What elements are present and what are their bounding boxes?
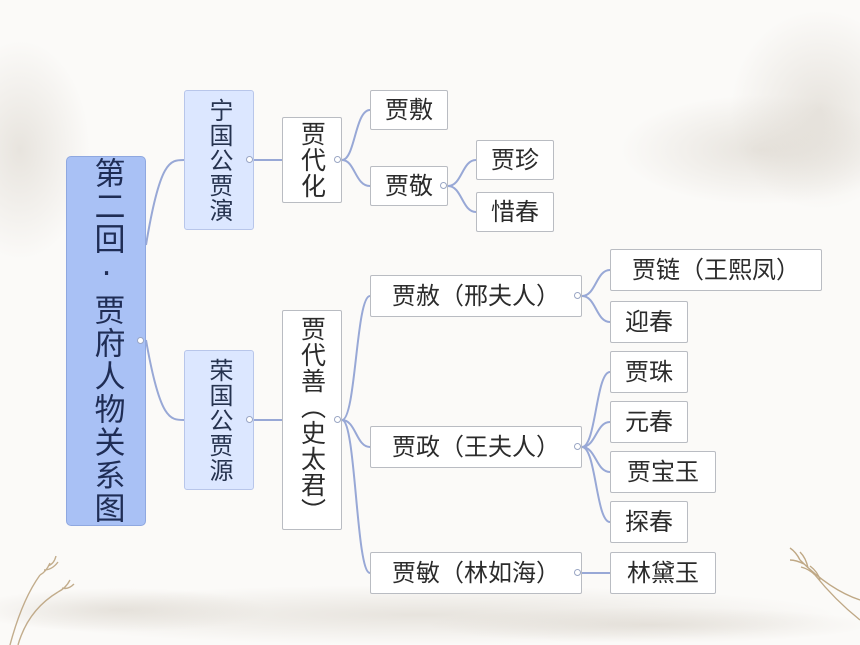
root-collapse-toggle[interactable] xyxy=(137,337,144,344)
daihua-collapse-toggle[interactable] xyxy=(334,156,341,163)
node-xichun[interactable]: 惜春 xyxy=(476,192,554,232)
node-jia-zhen[interactable]: 贾珍 xyxy=(476,140,554,180)
node-ningguo[interactable]: 宁国公贾演 xyxy=(184,90,254,230)
node-rongguo[interactable]: 荣国公贾源 xyxy=(184,350,254,490)
node-yuanchun[interactable]: 元春 xyxy=(610,401,688,443)
node-jia-daishan[interactable]: 贾代善（史太君） xyxy=(282,310,342,530)
rongguo-collapse-toggle[interactable] xyxy=(246,416,253,423)
node-jia-zhu[interactable]: 贾珠 xyxy=(610,351,688,393)
node-tanchun[interactable]: 探春 xyxy=(610,501,688,543)
daishan-collapse-toggle[interactable] xyxy=(334,416,341,423)
she-collapse-toggle[interactable] xyxy=(574,292,581,299)
min-collapse-toggle[interactable] xyxy=(574,569,581,576)
node-jia-daihua[interactable]: 贾代化 xyxy=(282,117,342,203)
ningguo-collapse-toggle[interactable] xyxy=(246,156,253,163)
node-jia-lian[interactable]: 贾链（王熙凤） xyxy=(610,249,822,291)
zheng-collapse-toggle[interactable] xyxy=(574,443,581,450)
jing-collapse-toggle[interactable] xyxy=(440,182,447,189)
node-jia-min[interactable]: 贾敏（林如海） xyxy=(370,552,582,594)
node-jia-zheng[interactable]: 贾政（王夫人） xyxy=(370,426,582,468)
root-node[interactable]: 第二回·贾府人物关系图 xyxy=(66,156,146,526)
node-yingchun[interactable]: 迎春 xyxy=(610,301,688,343)
reed-left-decoration xyxy=(9,555,75,645)
node-jia-baoyu[interactable]: 贾宝玉 xyxy=(610,451,716,493)
node-jia-she[interactable]: 贾赦（邢夫人） xyxy=(370,275,582,317)
node-jia-fu[interactable]: 贾敷 xyxy=(370,90,448,130)
node-lin-daiyu[interactable]: 林黛玉 xyxy=(610,552,716,594)
node-jia-jing[interactable]: 贾敬 xyxy=(370,166,448,206)
reed-right-decoration xyxy=(789,547,860,621)
